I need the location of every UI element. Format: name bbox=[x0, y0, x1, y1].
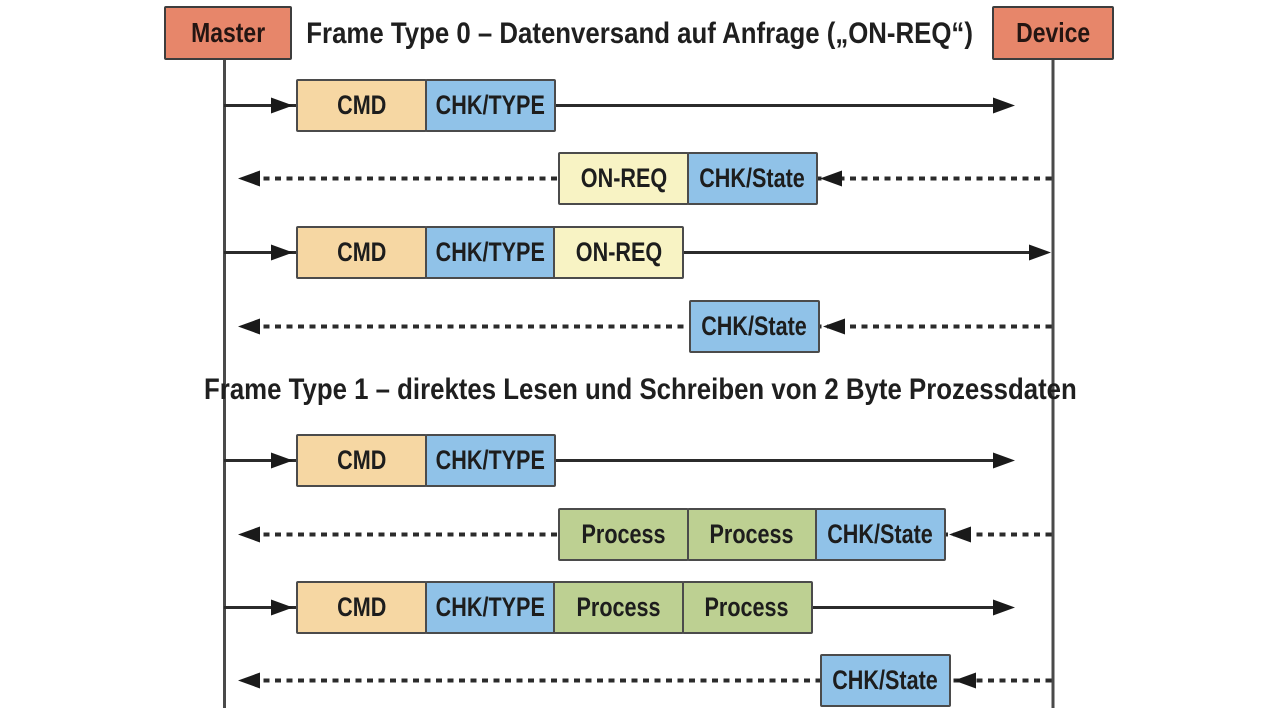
segment-label: CHK/TYPE bbox=[435, 237, 545, 267]
segment-chk-type: CHK/TYPE bbox=[424, 581, 556, 634]
segment-label: Process bbox=[581, 519, 666, 549]
section-title-text: Frame Type 0 – Datenversand auf Anfrage … bbox=[306, 17, 974, 50]
segment-on-req: ON-REQ bbox=[553, 226, 684, 279]
frame-row-8: CHK/State bbox=[820, 654, 951, 707]
segment-label: ON-REQ bbox=[575, 237, 662, 267]
arrowhead-row1-left bbox=[271, 97, 293, 114]
segment-label: Process bbox=[576, 592, 661, 622]
frame-row-6: Process Process CHK/State bbox=[558, 508, 946, 561]
segment-label: CHK/TYPE bbox=[435, 445, 545, 475]
segment-cmd: CMD bbox=[296, 434, 427, 487]
segment-label: CHK/State bbox=[827, 519, 934, 549]
segment-chk-state: CHK/State bbox=[689, 300, 820, 353]
actor-master-label: Master bbox=[190, 17, 266, 48]
segment-chk-state: CHK/State bbox=[820, 654, 951, 707]
segment-label: Process bbox=[709, 519, 795, 549]
segment-label: ON-REQ bbox=[580, 163, 667, 193]
arrowhead-row8-left bbox=[238, 672, 260, 689]
segment-process-1: Process bbox=[558, 508, 689, 561]
segment-chk-state: CHK/State bbox=[815, 508, 946, 561]
segment-label: CMD bbox=[336, 445, 387, 475]
segment-on-req: ON-REQ bbox=[558, 152, 689, 205]
segment-label: CHK/TYPE bbox=[435, 90, 545, 120]
segment-chk-state: CHK/State bbox=[686, 152, 818, 205]
segment-label: CHK/TYPE bbox=[435, 592, 545, 622]
segment-label: CHK/State bbox=[832, 665, 939, 695]
frame-row-1: CMD CHK/TYPE bbox=[296, 79, 556, 132]
segment-process-2: Process bbox=[681, 581, 813, 634]
arrowhead-row2-left bbox=[238, 170, 260, 187]
frame-row-2: ON-REQ CHK/State bbox=[558, 152, 818, 205]
segment-cmd: CMD bbox=[296, 581, 427, 634]
arrowhead-row7-left bbox=[271, 599, 293, 616]
actor-device-label: Device bbox=[1015, 17, 1091, 48]
segment-label: CHK/State bbox=[699, 163, 805, 193]
arrowhead-row6-mid bbox=[949, 526, 971, 543]
segment-chk-type: CHK/TYPE bbox=[424, 79, 556, 132]
section-title-frame-type-0: Frame Type 0 – Datenversand auf Anfrage … bbox=[0, 16, 1280, 52]
frame-row-5: CMD CHK/TYPE bbox=[296, 434, 556, 487]
actor-device: Device bbox=[992, 6, 1114, 60]
segment-label: CMD bbox=[336, 237, 387, 267]
segment-label: CMD bbox=[336, 90, 387, 120]
segment-chk-type: CHK/TYPE bbox=[424, 226, 556, 279]
arrowhead-row7-right bbox=[993, 599, 1015, 616]
section-title-text: Frame Type 1 – direktes Lesen und Schrei… bbox=[203, 373, 1077, 406]
frame-row-7: CMD CHK/TYPE Process Process bbox=[296, 581, 813, 634]
arrowhead-row1-right bbox=[993, 97, 1015, 114]
segment-process-1: Process bbox=[553, 581, 684, 634]
segment-label: CMD bbox=[336, 592, 387, 622]
segment-label: Process bbox=[704, 592, 790, 622]
segment-cmd: CMD bbox=[296, 226, 427, 279]
arrowhead-row3-left bbox=[271, 244, 293, 261]
arrowhead-row5-right bbox=[993, 452, 1015, 469]
arrowhead-row3-right bbox=[1029, 244, 1051, 261]
frame-row-4: CHK/State bbox=[689, 300, 820, 353]
arrowhead-row6-left bbox=[238, 526, 260, 543]
segment-label: CHK/State bbox=[701, 311, 808, 341]
segment-process-2: Process bbox=[686, 508, 818, 561]
arrowhead-row2-mid bbox=[820, 170, 842, 187]
frame-row-3: CMD CHK/TYPE ON-REQ bbox=[296, 226, 684, 279]
arrowhead-row4-mid bbox=[823, 318, 845, 335]
segment-cmd: CMD bbox=[296, 79, 427, 132]
section-title-frame-type-1: Frame Type 1 – direktes Lesen und Schrei… bbox=[0, 372, 1280, 408]
arrowhead-row4-left bbox=[238, 318, 260, 335]
actor-master: Master bbox=[164, 6, 292, 60]
arrowhead-row5-left bbox=[271, 452, 293, 469]
arrowhead-row8-mid bbox=[954, 672, 976, 689]
segment-chk-type: CHK/TYPE bbox=[424, 434, 556, 487]
